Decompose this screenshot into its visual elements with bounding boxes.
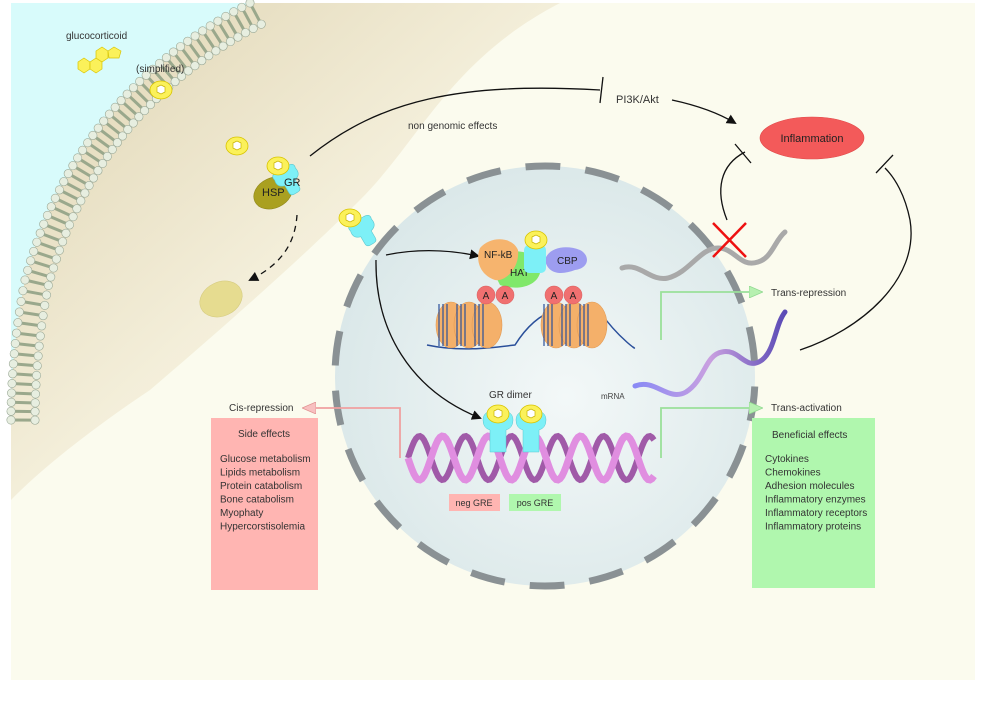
beneficial-effect-item: Adhesion molecules: [765, 481, 855, 492]
side-effects-title: Side effects: [238, 429, 290, 440]
pi3k-inhibition-bar: [599, 76, 604, 104]
released-hsp: [199, 280, 243, 318]
nuclear-pore-segment: [643, 538, 677, 564]
acetyl-label: A: [502, 291, 509, 302]
nucleosome: [576, 301, 608, 349]
glucocorticoid-ring-icon: [519, 404, 543, 424]
nuclear-pore-segment: [525, 162, 561, 171]
beneficial-effect-item: Inflammatory enzymes: [765, 495, 866, 506]
dna-strand-back: [405, 432, 657, 484]
side-effect-item: Hypercorstisolemia: [220, 522, 305, 533]
nuclear-pore-segment: [529, 581, 565, 590]
side-effect-item: Bone catabolism: [220, 495, 294, 506]
pi3k-akt-label: PI3K/Akt: [616, 94, 659, 106]
nucleosome: [471, 301, 503, 349]
trans-repression-arrow: [660, 292, 761, 340]
gr-to-nfkb-arrow: [385, 249, 480, 260]
beneficial-inhibition-arc: [799, 167, 912, 351]
repressed-mrna-strand: [619, 229, 788, 281]
trans-activation-label: Trans-activation: [771, 403, 842, 414]
hat-label: HAT: [510, 268, 529, 279]
cis-repression-arrow: [304, 408, 401, 458]
cell-membrane: [6, 0, 266, 425]
nuclear-pore-segment: [640, 186, 674, 211]
glucocorticoid-ring-icon: [225, 136, 249, 156]
acetyl-label: A: [570, 291, 577, 302]
nuclear-pore-segment: [690, 496, 719, 528]
nuclear-pore-segment: [588, 567, 624, 585]
trans-activation-arrow: [660, 408, 761, 458]
pi3k-to-inflammation-arrow: [671, 99, 737, 125]
nuclear-pore-segment: [331, 330, 344, 366]
hsp-label: HSP: [262, 187, 285, 199]
inflammation-label: Inflammation: [781, 133, 844, 145]
nuclear-pore-segment: [343, 273, 364, 309]
neg-gre-box: [449, 494, 500, 511]
glucocorticoid-molecule-icon: [77, 46, 122, 74]
glucocorticoid-ring-icon: [486, 404, 510, 424]
glucocorticoid-label: glucocorticoid: [66, 31, 127, 42]
cbp-label: CBP: [557, 256, 578, 267]
glucocorticoid-ring-icon: [149, 80, 173, 100]
cis-repression-label: Cis-repression: [229, 403, 293, 414]
mrna-strand: [632, 309, 788, 397]
beneficial-effects-title: Beneficial effects: [772, 430, 847, 441]
cbp-protein: [545, 247, 587, 273]
nuclear-pore-segment: [726, 443, 747, 479]
acetyl-group: [476, 285, 496, 305]
nuclear-pore-segment: [344, 447, 366, 483]
acetyl-group: [495, 285, 515, 305]
nuclear-pore-segment: [371, 224, 400, 256]
nuclear-pore-segment: [466, 167, 502, 185]
nuclear-pore-segment: [373, 499, 403, 531]
gr-label: GR: [284, 177, 301, 189]
side-effect-item: Lipids metabolism: [220, 468, 300, 479]
nfkb-label: NF-kB: [484, 250, 513, 261]
nuclear-pore-segment: [584, 166, 620, 183]
inhibition-bar: [734, 143, 752, 164]
acetyl-group: [544, 285, 564, 305]
beneficial-effect-item: Chemokines: [765, 468, 821, 479]
side-effects-box: [211, 418, 318, 590]
non-genomic-effects-label: non genomic effects: [408, 121, 497, 132]
inhibition-bar: [875, 154, 894, 174]
nuclear-pore-segment: [416, 541, 450, 566]
neg-gre-label: neg GRE: [455, 498, 492, 508]
acetyl-label: A: [551, 291, 558, 302]
gr-in-complex: [524, 245, 546, 273]
glucocorticoid-ring-icon: [266, 156, 290, 176]
trans-repression-label: Trans-repression: [771, 288, 846, 299]
nuclear-pore-segment: [470, 569, 506, 586]
inhibition-x-icon: [712, 222, 747, 258]
beneficial-effect-item: Inflammatory receptors: [765, 508, 867, 519]
glucocorticoid-ring-icon: [338, 208, 362, 228]
acetyl-label: A: [483, 291, 490, 302]
simplified-label: (simplified): [136, 64, 184, 75]
nfkb-protein: [478, 239, 519, 281]
extracellular-space: [11, 3, 250, 420]
side-effect-item: Myophaty: [220, 508, 263, 519]
nucleosomes: [435, 301, 608, 349]
glucocorticoid-ring-icon: [524, 230, 548, 250]
gr-to-dimer-arrow: [375, 259, 482, 420]
acetyl-group: [563, 285, 583, 305]
side-effect-item: Protein catabolism: [220, 481, 302, 492]
side-effect-item: Glucose metabolism: [220, 454, 311, 465]
beneficial-effect-item: Cytokines: [765, 454, 809, 465]
gr-dimer-label: GR dimer: [489, 390, 532, 401]
beneficial-effects-box: [752, 418, 875, 588]
mrna-label: mRNA: [601, 392, 625, 401]
inflammation-node: [759, 116, 865, 160]
non-genomic-pathway-line: [309, 87, 601, 157]
beneficial-effect-item: Inflammatory proteins: [765, 522, 861, 533]
nuclear-pore-segment: [413, 188, 447, 214]
pos-gre-label: pos GRE: [517, 498, 554, 508]
trans-repression-inhibition-arc: [720, 151, 746, 221]
pos-gre-box: [509, 494, 561, 511]
nuclear-pore-segment: [724, 269, 746, 305]
